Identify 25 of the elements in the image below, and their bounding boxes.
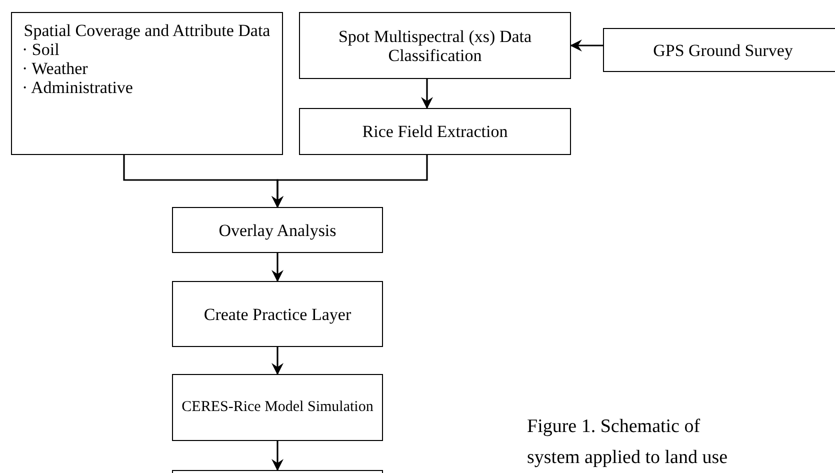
process-box: [299, 12, 571, 79]
box-label: CERES-Rice Model Simulation: [182, 398, 374, 417]
arrow: [421, 79, 433, 109]
process-box: [603, 28, 835, 72]
box-label: Create Practice Layer: [204, 304, 352, 324]
process-box: [172, 207, 383, 253]
bullet-item: · Administrative: [22, 78, 133, 97]
data-source-box: [11, 12, 283, 155]
arrow: [272, 347, 284, 375]
arrow: [272, 441, 284, 471]
box-label: Spot Multispectral (xs) Data Classification: [337, 26, 533, 64]
box-label: Rice Field Extraction: [362, 122, 508, 141]
bullet-item: · Weather: [22, 59, 88, 78]
arrow: [570, 40, 603, 52]
arrow: [272, 155, 428, 208]
process-box: [172, 374, 383, 441]
box-label: Spatial Coverage and Attribute Data: [24, 21, 270, 40]
caption-line: Figure 1. Schematic of: [527, 416, 700, 438]
box-label: Overlay Analysis: [218, 220, 336, 240]
process-box: [299, 108, 571, 155]
bullet-item: · Soil: [22, 40, 60, 59]
process-box: [172, 281, 383, 347]
caption-line: system applied to land use: [527, 447, 728, 469]
box-label: GPS Ground Survey: [653, 40, 793, 60]
arrow: [272, 253, 284, 282]
